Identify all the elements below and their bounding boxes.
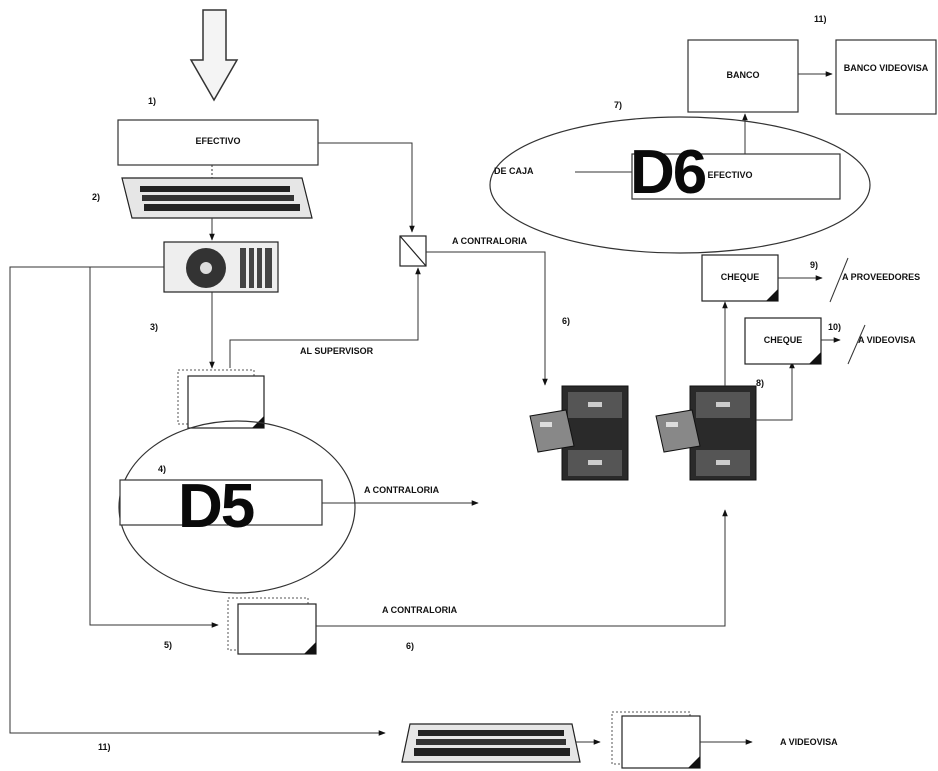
efectivo-d6-label: EFECTIVO bbox=[700, 170, 760, 180]
keyboard-icon bbox=[402, 724, 580, 762]
al-supervisor-label: AL SUPERVISOR bbox=[300, 346, 373, 356]
step-3-label: 3) bbox=[150, 322, 158, 332]
de-caja-label: DE CAJA bbox=[494, 166, 534, 176]
a-contraloria-top-label: A CONTRALORIA bbox=[452, 236, 527, 246]
step-6a-label: 6) bbox=[562, 316, 570, 326]
step-11-top-label: 11) bbox=[814, 14, 827, 24]
step-10-label: 10) bbox=[828, 322, 841, 332]
a-videovisa-bottom-label: A VIDEOVISA bbox=[780, 737, 838, 747]
step-5-label: 5) bbox=[164, 640, 172, 650]
step-6b-label: 6) bbox=[406, 641, 414, 651]
banco-videovisa-label: BANCO VIDEOVISA bbox=[842, 62, 930, 75]
a-proveedores-label: A PROVEEDORES bbox=[842, 272, 920, 282]
step5-document bbox=[228, 598, 316, 654]
file-cabinet-icon bbox=[656, 386, 756, 480]
banco-videovisa-box bbox=[836, 40, 936, 114]
a-contraloria-bottom-label: A CONTRALORIA bbox=[382, 605, 457, 615]
step-2-label: 2) bbox=[92, 192, 100, 202]
step-9-label: 9) bbox=[810, 260, 818, 270]
efectivo-label: EFECTIVO bbox=[118, 136, 318, 146]
step-7-label: 7) bbox=[614, 100, 622, 110]
a-contraloria-d5-label: A CONTRALORIA bbox=[364, 485, 439, 495]
step-8-label: 8) bbox=[756, 378, 764, 388]
bottom-document bbox=[612, 712, 700, 768]
keyboard-icon bbox=[122, 178, 312, 218]
a-videovisa-right-label: A VIDEOVISA bbox=[858, 335, 916, 345]
d5-store-label: D5 bbox=[178, 476, 253, 538]
input-arrow-icon bbox=[191, 10, 237, 100]
step-11-bottom-label: 11) bbox=[98, 742, 111, 752]
d5-source-document bbox=[178, 370, 264, 428]
d6-store-label: D6 bbox=[630, 142, 705, 204]
approval-doc-icon bbox=[400, 236, 426, 266]
step-4-label: 4) bbox=[158, 464, 166, 474]
step-1-label: 1) bbox=[148, 96, 156, 106]
cheque-label-1: CHEQUE bbox=[702, 272, 778, 282]
cheque-label-2: CHEQUE bbox=[745, 335, 821, 345]
cash-register-icon bbox=[164, 242, 278, 292]
file-cabinet-icon bbox=[530, 386, 628, 480]
banco-label: BANCO bbox=[688, 70, 798, 80]
